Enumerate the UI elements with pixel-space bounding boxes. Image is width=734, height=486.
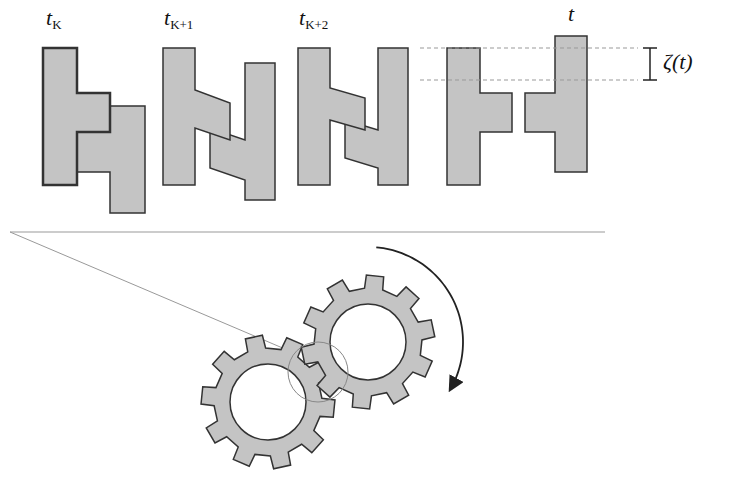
leader-line — [10, 232, 292, 352]
mesh-highlight — [288, 342, 348, 402]
reference-line — [420, 48, 638, 49]
tooth-profile — [447, 48, 512, 185]
tooth-profile — [43, 48, 110, 185]
time-label: tK+2 — [299, 6, 328, 32]
label-wrapper: t — [568, 2, 574, 26]
separator-line — [10, 232, 605, 233]
reference-line — [420, 80, 638, 81]
label-wrapper: ζ(t) — [663, 50, 693, 74]
dimension-bracket — [649, 48, 651, 80]
label-wrapper: tK+2 — [299, 6, 328, 32]
tooth-profile — [298, 48, 365, 185]
time-label: tK+1 — [164, 6, 193, 32]
dimension-label: ζ(t) — [663, 50, 693, 74]
tooth-profile — [163, 48, 230, 185]
rotation-arrow — [376, 247, 463, 389]
time-label: tK — [46, 6, 62, 32]
label-wrapper: tK+1 — [164, 6, 193, 32]
label-wrapper: tK — [46, 6, 62, 32]
time-label: t — [568, 2, 574, 26]
tooth-profile — [525, 36, 587, 172]
